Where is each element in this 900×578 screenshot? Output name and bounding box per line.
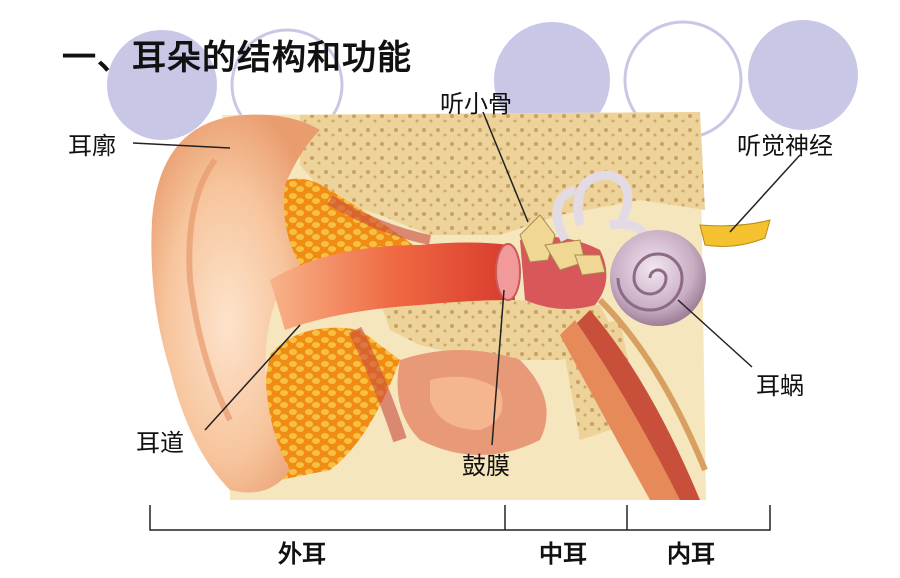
region-inner-ear: 内耳 — [667, 540, 715, 568]
decorative-circles — [107, 20, 858, 142]
upper-temporal-bone — [300, 112, 705, 235]
lower-temporal-bone — [380, 298, 620, 360]
region-outer-ear: 外耳 — [278, 540, 326, 568]
label-cochlea: 耳蜗 — [756, 372, 804, 400]
region-middle-ear: 中耳 — [539, 540, 587, 568]
label-ossicles: 听小骨 — [440, 90, 512, 118]
label-ear-canal: 耳道 — [136, 429, 184, 457]
eardrum-shape — [495, 243, 521, 301]
label-auditory-nerve: 听觉神经 — [737, 132, 833, 160]
label-auricle: 耳廓 — [68, 132, 116, 160]
ossicles-shape — [519, 214, 606, 276]
ear-canal-shape — [270, 242, 515, 330]
cochlea-shape — [610, 230, 706, 326]
region-bracket — [149, 505, 771, 531]
label-eardrum: 鼓膜 — [462, 452, 510, 480]
auditory-nerve-shape — [699, 219, 771, 247]
slide-title: 一、耳朵的结构和功能 — [62, 38, 412, 78]
leader-lines — [132, 111, 801, 446]
